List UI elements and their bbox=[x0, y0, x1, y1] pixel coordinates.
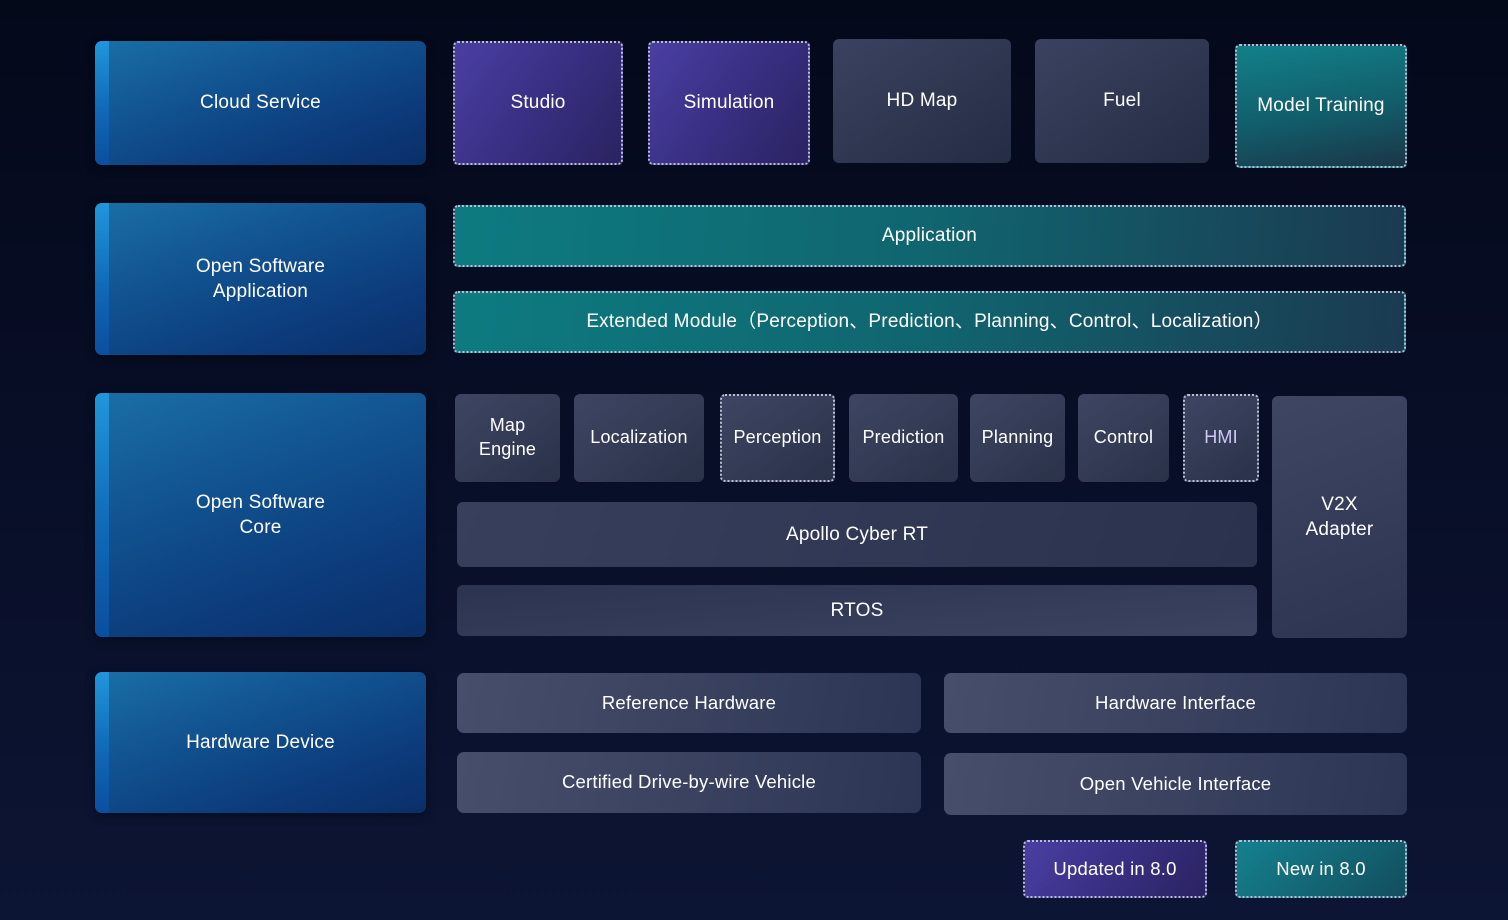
hd-map-label: HD Map bbox=[886, 90, 958, 112]
accent-strip bbox=[95, 203, 109, 355]
reference-hardware-label: Reference Hardware bbox=[601, 691, 777, 713]
open-software-application-box: Open Software Application bbox=[95, 203, 426, 355]
control-label: Control bbox=[1093, 427, 1154, 448]
v2x-adapter-box: V2X Adapter bbox=[1272, 396, 1407, 638]
map-engine-label: Map Engine bbox=[478, 415, 537, 459]
accent-strip bbox=[95, 672, 109, 813]
legend-updated-label: Updated in 8.0 bbox=[1053, 857, 1177, 879]
open-vehicle-interface-bar: Open Vehicle Interface bbox=[944, 753, 1407, 815]
open-software-application-label: Open Software Application bbox=[195, 255, 326, 302]
v2x-adapter-label: V2X Adapter bbox=[1305, 493, 1374, 540]
certified-drive-by-wire-vehicle-label: Certified Drive-by-wire Vehicle bbox=[562, 771, 816, 793]
map-engine-box: Map Engine bbox=[455, 394, 560, 482]
accent-strip bbox=[95, 393, 109, 637]
application-bar: Application bbox=[453, 205, 1406, 267]
simulation-box: Simulation bbox=[648, 41, 810, 165]
application-label: Application bbox=[881, 225, 978, 247]
rtos-label: RTOS bbox=[830, 599, 884, 621]
extended-module-label: Extended Module（Perception、Prediction、Pl… bbox=[586, 311, 1273, 333]
perception-label: Perception bbox=[733, 427, 822, 448]
open-software-core-box: Open Software Core bbox=[95, 393, 426, 637]
rtos-bar: RTOS bbox=[457, 585, 1257, 636]
cloud-service-label: Cloud Service bbox=[200, 92, 321, 114]
fuel-label: Fuel bbox=[1103, 90, 1141, 112]
studio-box: Studio bbox=[453, 41, 623, 165]
open-vehicle-interface-label: Open Vehicle Interface bbox=[1079, 772, 1272, 794]
cloud-service-box: Cloud Service bbox=[95, 41, 426, 165]
hmi-label: HMI bbox=[1204, 427, 1238, 448]
localization-label: Localization bbox=[590, 427, 688, 448]
apollo-cyber-rt-label: Apollo Cyber RT bbox=[785, 523, 929, 545]
certified-drive-by-wire-vehicle-bar: Certified Drive-by-wire Vehicle bbox=[457, 752, 921, 813]
model-training-box: Model Training bbox=[1235, 44, 1407, 168]
prediction-box: Prediction bbox=[849, 394, 958, 482]
hardware-interface-bar: Hardware Interface bbox=[944, 673, 1407, 733]
legend-new-label: New in 8.0 bbox=[1276, 857, 1366, 879]
accent-strip bbox=[95, 41, 109, 165]
hardware-device-box: Hardware Device bbox=[95, 672, 426, 813]
perception-box: Perception bbox=[720, 394, 835, 482]
extended-module-bar: Extended Module（Perception、Prediction、Pl… bbox=[453, 291, 1406, 353]
prediction-label: Prediction bbox=[862, 427, 945, 448]
hmi-box: HMI bbox=[1183, 394, 1259, 482]
localization-box: Localization bbox=[574, 394, 704, 482]
planning-label: Planning bbox=[981, 427, 1054, 448]
model-training-label: Model Training bbox=[1257, 95, 1385, 117]
open-software-core-label: Open Software Core bbox=[195, 491, 326, 538]
fuel-box: Fuel bbox=[1035, 39, 1209, 163]
studio-label: Studio bbox=[510, 92, 566, 114]
legend-updated-badge: Updated in 8.0 bbox=[1023, 840, 1207, 898]
reference-hardware-bar: Reference Hardware bbox=[457, 673, 921, 733]
hardware-interface-label: Hardware Interface bbox=[1095, 691, 1256, 713]
apollo-cyber-rt-bar: Apollo Cyber RT bbox=[457, 502, 1257, 567]
hd-map-box: HD Map bbox=[833, 39, 1011, 163]
control-box: Control bbox=[1078, 394, 1169, 482]
legend-new-badge: New in 8.0 bbox=[1235, 840, 1407, 898]
simulation-label: Simulation bbox=[683, 92, 775, 114]
planning-box: Planning bbox=[970, 394, 1065, 482]
hardware-device-label: Hardware Device bbox=[186, 731, 335, 753]
